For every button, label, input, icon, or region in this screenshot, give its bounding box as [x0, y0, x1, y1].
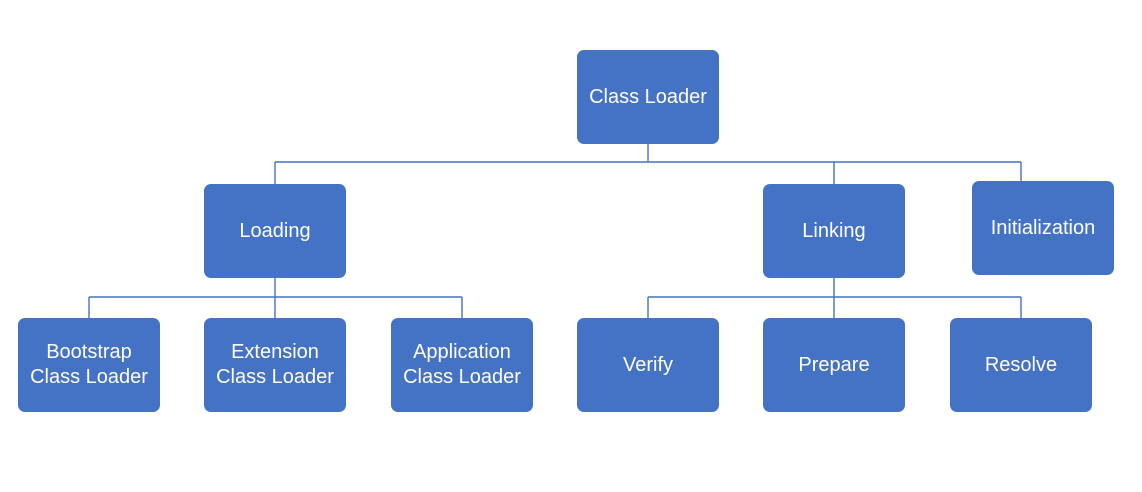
node-application-label-line1: Application — [413, 341, 511, 363]
node-resolve-label: Resolve — [984, 353, 1058, 376]
node-class-loader: Class Loader — [577, 50, 719, 144]
node-bootstrap-label-line1: Bootstrap — [46, 341, 132, 363]
node-extension-label-line1: Extension — [231, 341, 319, 363]
node-resolve: Resolve — [950, 318, 1092, 412]
node-application-label-line2: Class Loader — [403, 366, 521, 388]
node-linking: Linking — [763, 184, 905, 278]
node-initialization: Initialization — [972, 181, 1114, 275]
node-loading-label: Loading — [239, 219, 311, 242]
node-prepare: Prepare — [763, 318, 905, 412]
node-extension-label-line2: Class Loader — [216, 366, 334, 388]
node-initialization-label: Initialization — [990, 216, 1096, 239]
node-linking-label: Linking — [802, 219, 866, 242]
node-class-loader-label: Class Loader — [589, 85, 707, 108]
node-extension-class-loader: Extension Class Loader — [204, 318, 346, 412]
node-application-class-loader: Application Class Loader — [391, 318, 533, 412]
node-bootstrap-label-line2: Class Loader — [30, 366, 148, 388]
node-prepare-label: Prepare — [798, 353, 870, 376]
node-verify: Verify — [577, 318, 719, 412]
node-bootstrap-class-loader: Bootstrap Class Loader — [18, 318, 160, 412]
node-loading: Loading — [204, 184, 346, 278]
node-verify-label: Verify — [622, 353, 674, 376]
